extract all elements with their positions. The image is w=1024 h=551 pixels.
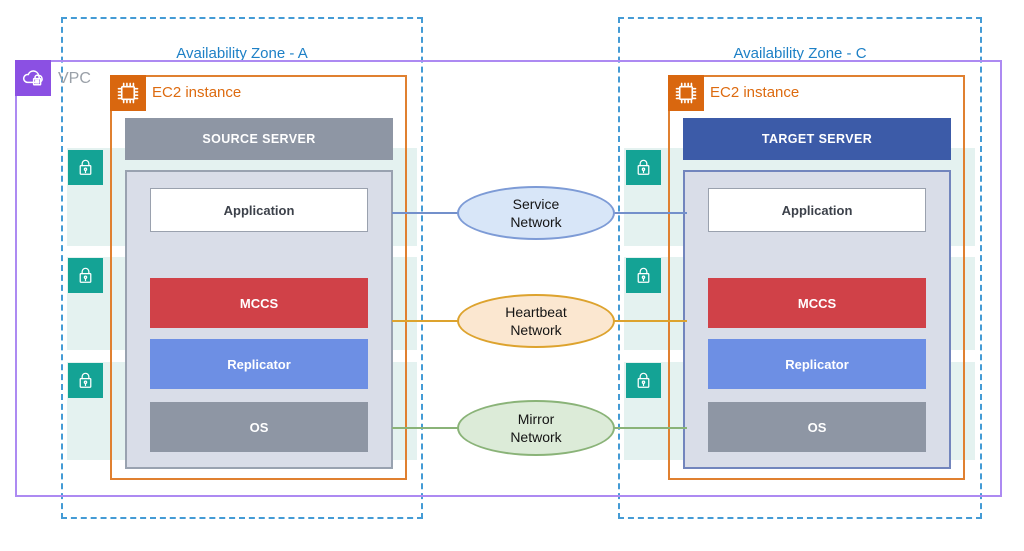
- os-box: OS: [150, 402, 368, 452]
- availability-zone-a-title: Availability Zone - A: [176, 45, 308, 62]
- source-server-header: SOURCE SERVER: [125, 118, 393, 160]
- mccs-box: MCCS: [708, 278, 926, 328]
- ec2-instance-c-label: EC2 instance: [710, 84, 800, 101]
- padlock-icon: [68, 150, 103, 185]
- vpc-boundary: [15, 60, 1002, 497]
- ec2-instance-a-boundary: [110, 75, 407, 480]
- cloud-lock-icon: [15, 60, 51, 96]
- application-box: Application: [150, 188, 368, 232]
- ec2-instance-a-label: EC2 instance: [152, 84, 242, 101]
- os-box: OS: [708, 402, 926, 452]
- availability-zone-c-title: Availability Zone - C: [733, 45, 867, 62]
- mccs-box: MCCS: [150, 278, 368, 328]
- replicator-box: Replicator: [708, 339, 926, 389]
- ec2-instance-c-boundary: [668, 75, 965, 480]
- mirror-network-node: Mirror Network: [457, 400, 615, 456]
- heartbeat-network-node: Heartbeat Network: [457, 294, 615, 348]
- padlock-icon: [68, 258, 103, 293]
- service-network-node: Service Network: [457, 186, 615, 240]
- availability-zone-c-boundary: Availability Zone - C: [618, 17, 982, 519]
- target-server-header: TARGET SERVER: [683, 118, 951, 160]
- vpc-label: VPC: [58, 70, 91, 87]
- padlock-icon: [626, 363, 661, 398]
- application-box: Application: [708, 188, 926, 232]
- chip-icon: [110, 75, 146, 111]
- padlock-icon: [68, 363, 103, 398]
- padlock-icon: [626, 150, 661, 185]
- chip-icon: [668, 75, 704, 111]
- replicator-box: Replicator: [150, 339, 368, 389]
- padlock-icon: [626, 258, 661, 293]
- availability-zone-a-boundary: Availability Zone - A: [61, 17, 423, 519]
